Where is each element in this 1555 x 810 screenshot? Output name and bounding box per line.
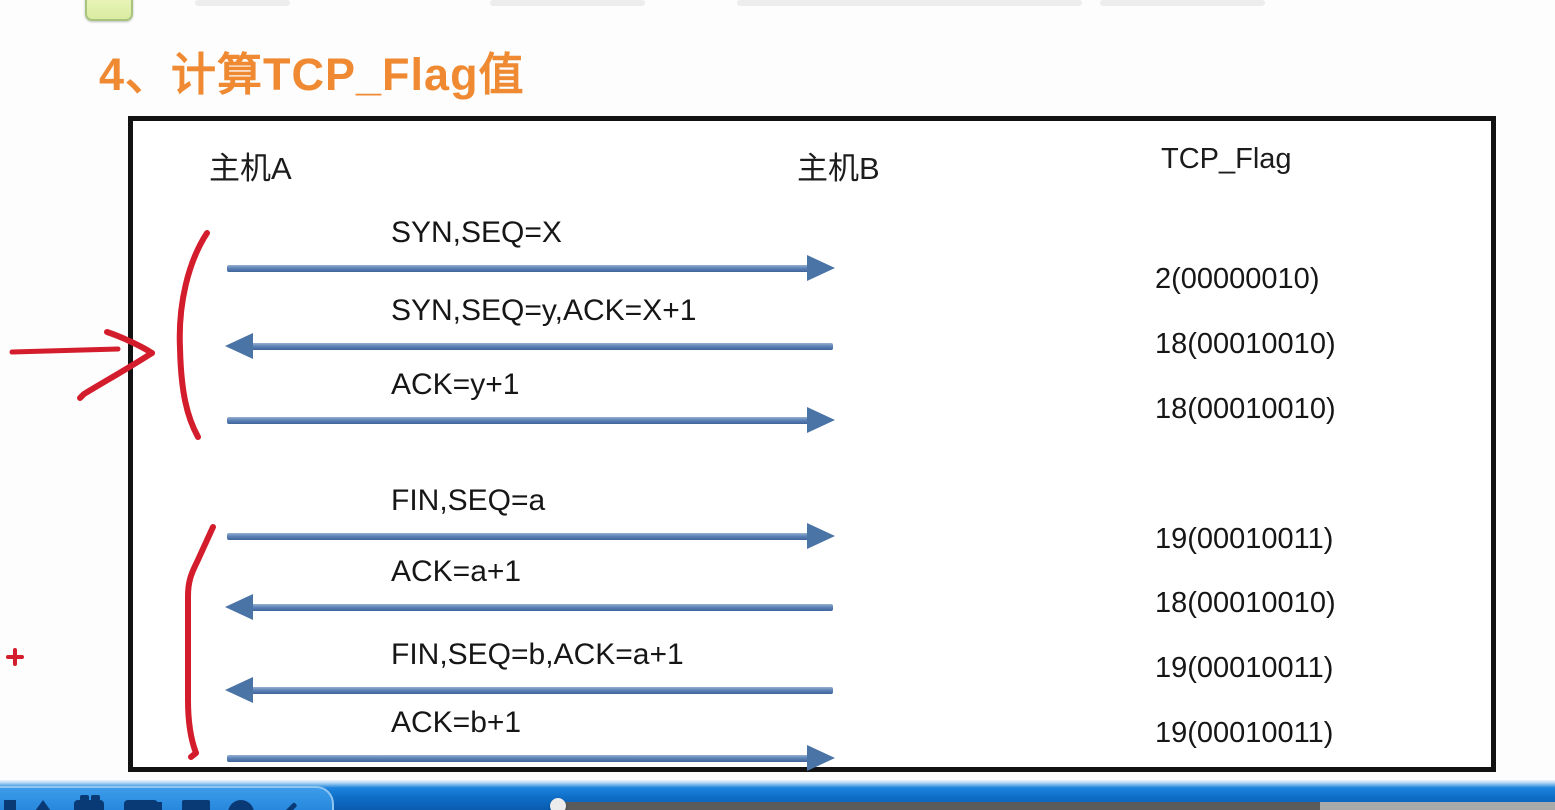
top-edge-remnant — [1100, 0, 1265, 6]
arrow-shaft — [247, 687, 833, 694]
arrow-shaft — [247, 343, 833, 350]
tcp-flag-value: 18(00010010) — [1155, 393, 1336, 425]
top-edge-remnant — [195, 0, 290, 6]
arrow-shaft — [247, 604, 833, 611]
player-toolbar-panel — [0, 786, 334, 810]
progress-handle[interactable] — [550, 798, 566, 810]
tcp-flag-value: 19(00010011) — [1155, 652, 1334, 684]
red-arrow-shaft — [9, 346, 121, 355]
play-icon[interactable] — [30, 800, 56, 810]
message-label: FIN,SEQ=b,ACK=a+1 — [391, 638, 684, 671]
message-label: FIN,SEQ=a — [391, 484, 546, 517]
arrow-shaft — [227, 533, 813, 540]
tcp-flag-value: 19(00010011) — [1155, 717, 1334, 749]
message-arrow-left — [225, 594, 835, 620]
message-label: ACK=a+1 — [391, 555, 522, 588]
page-title: 4、计算TCP_Flag值 — [99, 49, 525, 100]
message-arrow-right — [225, 255, 835, 281]
arrow-head — [225, 677, 253, 703]
message-arrow-left — [225, 333, 835, 359]
message-label: ACK=b+1 — [391, 706, 522, 739]
top-edge-remnant — [490, 0, 645, 6]
camera-icon[interactable] — [74, 795, 104, 810]
message-label: ACK=y+1 — [391, 368, 520, 401]
pen-icon[interactable] — [275, 802, 298, 810]
arrow-head — [807, 255, 835, 281]
tcp-flag-header: TCP_Flag — [1161, 143, 1292, 175]
player-bar — [0, 780, 1555, 810]
progress-bar-elapsed[interactable] — [558, 802, 1320, 810]
stop-icon[interactable] — [4, 800, 16, 810]
record-icon[interactable] — [228, 800, 254, 810]
arrow-shaft — [227, 755, 813, 762]
arrow-head — [807, 407, 835, 433]
arrow-head — [807, 523, 835, 549]
video-camera-icon[interactable] — [124, 800, 162, 810]
tcp-flag-value: 2(00000010) — [1155, 263, 1320, 295]
host-b-header: 主机B — [797, 151, 880, 186]
arrow-head — [225, 594, 253, 620]
progress-bar-remaining[interactable] — [1320, 802, 1555, 810]
tcp-flag-value: 18(00010010) — [1155, 328, 1336, 360]
monitor-icon[interactable] — [182, 800, 210, 810]
message-arrow-right — [225, 523, 835, 549]
message-arrow-left — [225, 677, 835, 703]
host-a-header: 主机A — [209, 151, 292, 186]
message-label: SYN,SEQ=y,ACK=X+1 — [391, 294, 697, 327]
sequence-diagram-box: 主机A 主机B TCP_Flag SYN,SEQ=X 2(00000010) SYN… — [128, 116, 1496, 772]
arrow-head — [807, 745, 835, 771]
arrow-shaft — [227, 417, 813, 424]
red-plus-mark — [6, 648, 24, 666]
message-arrow-right — [225, 745, 835, 771]
tcp-flag-value: 18(00010010) — [1155, 587, 1336, 619]
top-edge-remnant — [737, 0, 1082, 6]
message-arrow-right — [225, 407, 835, 433]
cutoff-green-chip — [85, 0, 133, 21]
message-label: SYN,SEQ=X — [391, 216, 562, 249]
arrow-shaft — [227, 265, 813, 272]
arrow-head — [225, 333, 253, 359]
tcp-flag-value: 19(00010011) — [1155, 523, 1334, 555]
